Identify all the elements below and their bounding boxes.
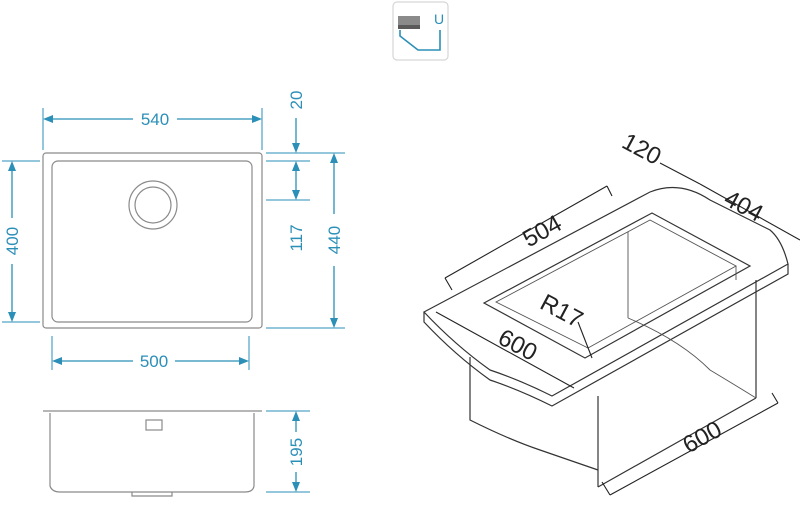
cabinet-bottom-edge: [597, 397, 757, 488]
side-view: 195: [43, 410, 310, 497]
dim-front-width: 600: [435, 311, 575, 389]
dim-bowl-width: 404: [699, 183, 800, 241]
dim-height-inner: 400: [2, 160, 40, 323]
overflow-slot: [145, 419, 163, 431]
top-view: 540 500 400 20: [2, 91, 345, 371]
drain-offset-label: 117: [287, 224, 306, 251]
drain-outer-icon: [128, 180, 178, 230]
side-bowl-outline: [49, 413, 255, 493]
rim-offset-label: 20: [287, 91, 306, 110]
sink-cutout: [482, 212, 752, 359]
countertop-top: [423, 186, 789, 397]
mount-type-label: U: [434, 11, 444, 27]
dim-width-inner: 500: [51, 336, 250, 371]
dim-rim-offset: 20: [266, 91, 345, 171]
isometric-view: 504 120 404 R17 600 600: [423, 128, 800, 496]
bowl-length-label: 504: [518, 210, 566, 253]
height-inner-label: 400: [3, 227, 22, 255]
mount-type-badge: U: [392, 1, 449, 61]
cabinet-left-edge: [469, 357, 599, 471]
depth-label: 195: [287, 438, 306, 466]
dim-height-outer: 440: [266, 153, 345, 329]
dim-cabinet-width: 600: [601, 392, 779, 496]
bowl-outline: [51, 160, 253, 323]
cabinet-offset-label: 120: [618, 128, 666, 171]
cabinet-back-wave: [627, 317, 757, 399]
dim-drain-offset: 117: [266, 171, 310, 252]
dim-depth: 195: [266, 410, 310, 493]
dim-width-outer: 540: [42, 108, 263, 150]
dim-bowl-length: 504: [444, 185, 613, 291]
drain-inner-icon: [134, 186, 172, 224]
height-outer-label: 440: [325, 226, 344, 254]
drain-stub: [131, 492, 173, 497]
dim-cabinet-offset: 120: [618, 128, 701, 185]
bowl-width-label: 404: [720, 185, 768, 228]
dim-corner-radius: R17: [536, 289, 593, 359]
countertop-edge: [423, 264, 789, 407]
sink-rim-outline: [42, 152, 263, 329]
undermount-icon: [398, 16, 441, 51]
width-inner-label: 500: [140, 352, 168, 371]
width-outer-label: 540: [141, 110, 169, 129]
cabinet-width-label: 600: [678, 416, 726, 459]
